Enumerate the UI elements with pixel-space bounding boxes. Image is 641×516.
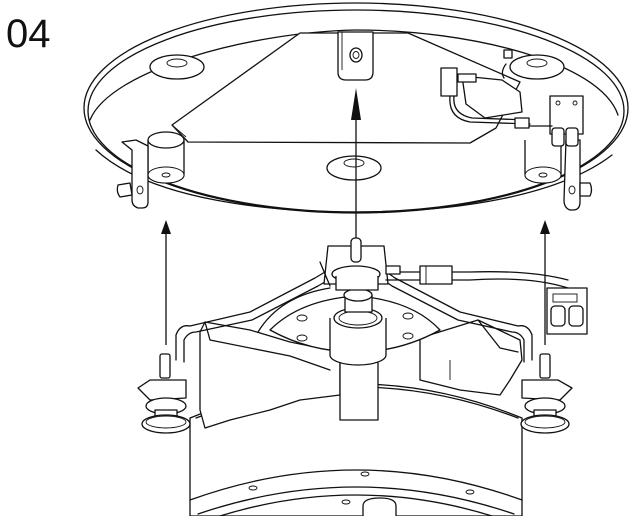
assembly-arrows xyxy=(161,88,550,345)
arrow-right-up-icon xyxy=(540,220,550,345)
left-foot xyxy=(137,353,191,434)
arrow-center-up-icon xyxy=(351,88,361,248)
right-clip xyxy=(563,139,593,211)
left-standoff xyxy=(147,131,185,184)
top-lug xyxy=(337,31,374,81)
step-number: 04 xyxy=(6,12,51,56)
motor-base xyxy=(137,237,588,516)
right-standoff xyxy=(524,140,562,184)
arrow-left-up-icon xyxy=(161,220,171,345)
left-clip xyxy=(116,139,149,209)
plate-connector xyxy=(440,49,584,147)
right-foot xyxy=(520,353,573,434)
base-terminal-block xyxy=(546,287,588,335)
